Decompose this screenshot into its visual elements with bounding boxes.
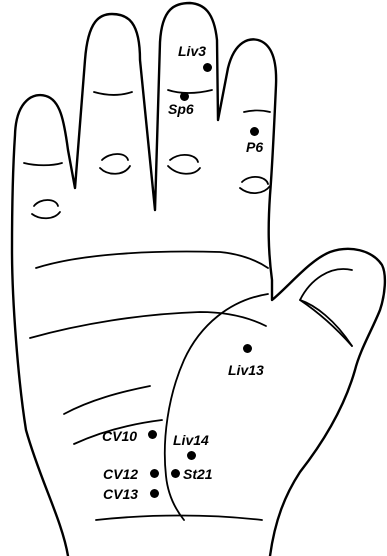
cv10-label: CV10 xyxy=(102,428,137,444)
fate-line-left xyxy=(64,386,150,414)
wrist-crease xyxy=(96,516,262,521)
thumb-contour xyxy=(300,269,352,346)
st21-dot xyxy=(171,469,180,478)
sp6-dot xyxy=(180,92,189,101)
st21-label: St21 xyxy=(183,466,213,482)
cv10-dot xyxy=(148,430,157,439)
cv13-dot xyxy=(150,489,159,498)
head-line xyxy=(30,312,266,338)
ring-knuckle-mark xyxy=(240,177,270,193)
little-knuckle-mark xyxy=(32,200,60,218)
heart-line xyxy=(36,252,268,268)
liv3-label: Liv3 xyxy=(178,43,206,59)
index-knuckle-mark xyxy=(100,154,130,174)
liv13-dot xyxy=(243,344,252,353)
cv12-label: CV12 xyxy=(103,466,138,482)
liv13-label: Liv13 xyxy=(228,362,264,378)
ring-finger-crease xyxy=(244,111,270,113)
liv14-dot xyxy=(187,451,196,460)
little-finger-crease xyxy=(24,163,62,165)
liv14-label: Liv14 xyxy=(173,432,209,448)
middle-finger-crease xyxy=(168,90,212,93)
p6-dot xyxy=(250,127,259,136)
liv3-dot xyxy=(203,63,212,72)
life-line xyxy=(165,294,268,520)
cv13-label: CV13 xyxy=(103,486,138,502)
thumb-crease xyxy=(300,300,352,346)
cv12-dot xyxy=(150,469,159,478)
p6-label: P6 xyxy=(246,139,263,155)
sp6-label: Sp6 xyxy=(168,101,194,117)
middle-knuckle-mark xyxy=(168,155,200,174)
index-finger-crease xyxy=(94,92,132,95)
